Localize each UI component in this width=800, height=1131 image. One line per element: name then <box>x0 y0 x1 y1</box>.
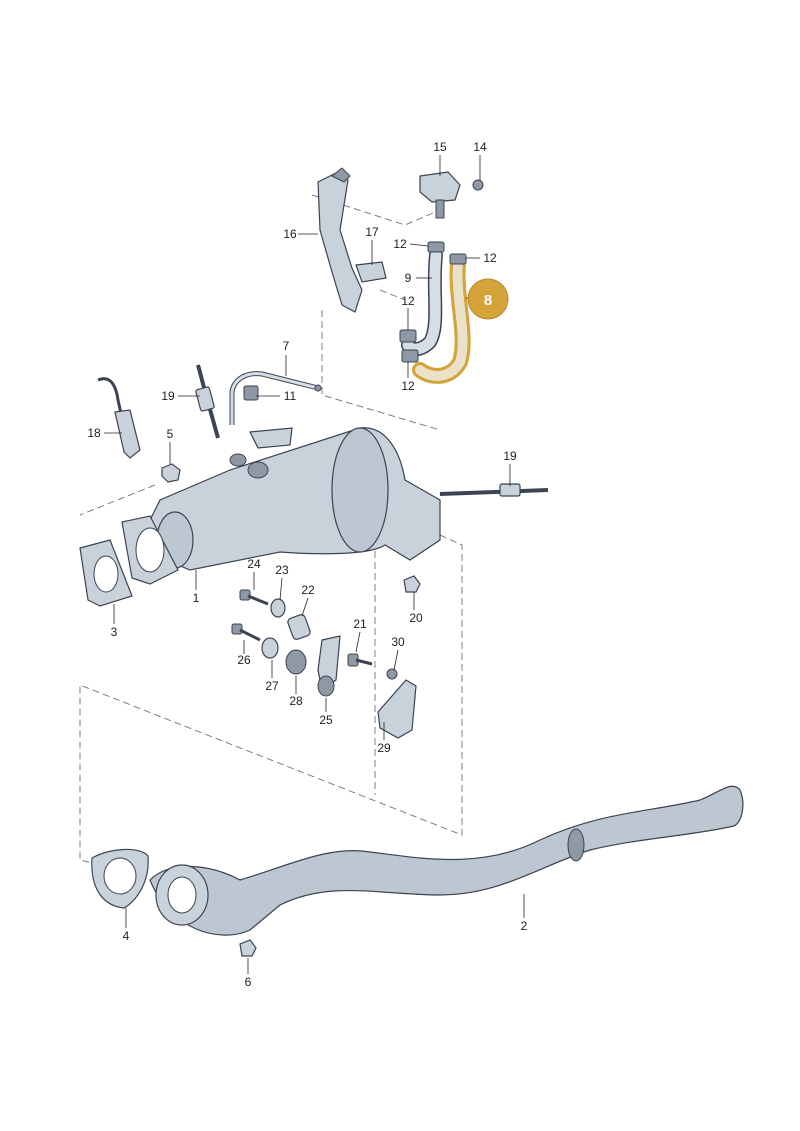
label-25: 25 <box>319 713 333 727</box>
label-2: 2 <box>521 919 528 933</box>
gasket-part-3 <box>79 539 133 607</box>
bolt-part-24 <box>239 589 269 606</box>
clip-part-17 <box>355 261 387 283</box>
hose-part-9 <box>401 248 443 357</box>
label-29: 29 <box>377 741 391 755</box>
temp-sender-part-19-right <box>439 483 549 497</box>
damper-part-28 <box>285 649 307 675</box>
label-12b: 12 <box>483 251 497 265</box>
nut-part-5 <box>161 463 181 483</box>
sleeve-part-22 <box>287 614 311 640</box>
label-12d: 12 <box>401 379 415 393</box>
label-17: 17 <box>365 225 379 239</box>
bracket-part-16 <box>317 167 363 313</box>
part-labels: 15 14 16 17 12 12 9 12 12 7 11 19 18 5 1… <box>87 140 527 989</box>
label-26: 26 <box>237 653 251 667</box>
bracket-part-25 <box>317 635 341 697</box>
label-28: 28 <box>289 694 303 708</box>
label-3: 3 <box>111 625 118 639</box>
label-27: 27 <box>265 679 279 693</box>
label-12c: 12 <box>401 294 415 308</box>
label-22: 22 <box>301 583 315 597</box>
label-5: 5 <box>167 427 174 441</box>
bolt-part-21 <box>347 653 373 667</box>
label-7: 7 <box>283 339 290 353</box>
pipe-line-part-7 <box>229 371 322 425</box>
label-4: 4 <box>123 929 130 943</box>
bracket-part-29 <box>377 679 417 739</box>
hose-clamps-part-12 <box>399 241 467 363</box>
label-21: 21 <box>353 617 367 631</box>
label-19b: 19 <box>503 449 517 463</box>
label-20: 20 <box>409 611 423 625</box>
label-23: 23 <box>275 563 289 577</box>
bolt-part-26 <box>231 623 261 642</box>
leader-lines <box>104 155 525 974</box>
label-12a: 12 <box>393 237 407 251</box>
callout-badge[interactable] <box>467 278 509 320</box>
screw-part-30 <box>386 668 398 680</box>
temp-sender-part-19-left <box>195 364 220 439</box>
label-16: 16 <box>283 227 297 241</box>
label-9: 9 <box>405 271 412 285</box>
callout-part-8[interactable]: 8 <box>467 278 509 320</box>
label-6: 6 <box>245 975 252 989</box>
filter-part-1 <box>149 427 441 571</box>
label-14: 14 <box>473 140 487 154</box>
nut-part-20 <box>403 575 421 593</box>
bush-part-27 <box>261 637 279 659</box>
label-30: 30 <box>391 635 405 649</box>
gasket-part-4 <box>91 848 149 909</box>
lambda-probe-part-18 <box>97 377 141 459</box>
clip-part-11 <box>243 385 259 401</box>
callout-label: 8 <box>484 292 492 309</box>
washer-part-23 <box>270 598 286 618</box>
label-15: 15 <box>433 140 447 154</box>
label-19a: 19 <box>161 389 175 403</box>
front-pipe-part-2 <box>149 785 744 936</box>
label-11: 11 <box>284 389 297 403</box>
nut-part-6 <box>239 939 257 957</box>
screw-part-14 <box>472 179 484 191</box>
inlet-flange <box>121 515 179 585</box>
assembly-guide-lines <box>79 194 463 866</box>
label-18: 18 <box>87 426 101 440</box>
label-1: 1 <box>193 591 200 605</box>
hose-part-8-highlighted <box>412 254 471 384</box>
label-24: 24 <box>247 557 261 571</box>
sensor-part-15 <box>419 171 461 219</box>
